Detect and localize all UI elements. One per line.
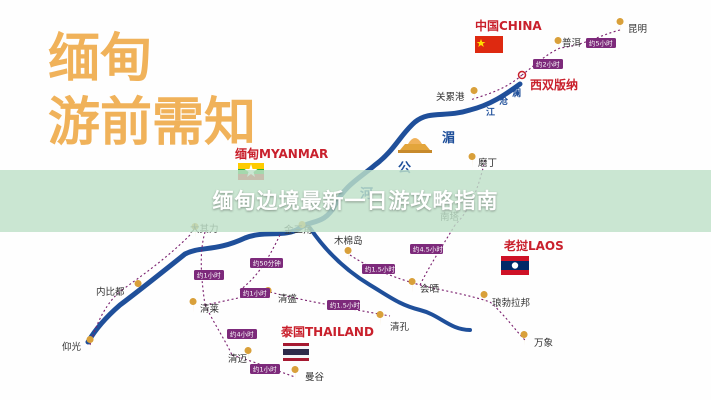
- pin-wanxiang: [520, 331, 528, 346]
- city-mangu: 曼谷: [305, 372, 325, 383]
- city-huixi: 会晒: [420, 283, 439, 295]
- country-label-thailand: 泰国THAILAND: [280, 324, 374, 339]
- city-mohan: 磨丁: [478, 158, 497, 169]
- pin-qinglai: [189, 298, 197, 313]
- tag-qinglai-qingsheng: 约1小时: [243, 289, 267, 298]
- map-pins: [86, 18, 624, 381]
- pin-xishuangbanna: [517, 70, 527, 80]
- pagoda-icon: [398, 138, 432, 153]
- city-yangguang: 仰光: [62, 341, 82, 353]
- tag-nanta-huixi: 约4.5小时: [413, 245, 443, 254]
- tag-qingsheng-qingkong: 约1.5小时: [330, 301, 360, 310]
- river-label-mei: 湄: [442, 131, 455, 146]
- city-qinglai: 清莱: [200, 303, 220, 315]
- tag-nanta-mohan: 约1.5小时: [365, 265, 395, 274]
- china-flag-icon: [475, 36, 503, 53]
- city-qingsheng: 清盛: [278, 293, 298, 305]
- pin-qingmai: [244, 347, 252, 362]
- city-langbo: 琅勃拉邦: [492, 297, 531, 309]
- city-guanlei: 关累港: [436, 91, 465, 103]
- pin-yangguang: [86, 336, 94, 351]
- pin-guanlei: [470, 87, 478, 102]
- headline-banner: [0, 170, 711, 232]
- travel-tags: 约5小时 约2小时 约1.5小时 约4.5小时 约1小时 约50分钟 约1小时 …: [194, 38, 616, 374]
- laos-flag-icon: [501, 256, 529, 275]
- tag-dabengli-qinglai: 约1小时: [197, 271, 221, 280]
- country-label-china: 中国CHINA: [475, 18, 542, 33]
- river-label-cang: 沧: [499, 95, 509, 107]
- pin-neibidu: [134, 280, 142, 295]
- thailand-flag-icon: [283, 343, 309, 361]
- river-label-lan: 江: [486, 106, 495, 118]
- pin-puer: [554, 37, 562, 52]
- city-puer: 普洱: [562, 37, 582, 49]
- pin-mohan: [468, 153, 476, 168]
- tag-kunming-puer: 约5小时: [589, 39, 613, 48]
- city-neibidu: 内比都: [96, 286, 125, 298]
- mekong-river-south: [308, 226, 472, 332]
- city-kunming: 昆明: [628, 24, 647, 35]
- pin-huixi: [408, 278, 416, 293]
- city-mumianzhou: 木棉岛: [334, 235, 363, 247]
- pin-langbo: [480, 291, 488, 306]
- pin-kunming: [616, 18, 624, 33]
- pin-mangu: [291, 366, 299, 381]
- city-xishuangbanna: 西双版纳: [530, 77, 578, 92]
- headline-text: 缅甸边境最新一日游攻略指南: [212, 189, 499, 213]
- country-label-myanmar: 缅甸MYANMAR: [235, 146, 328, 161]
- city-wanxiang: 万象: [534, 337, 554, 349]
- city-qingmai: 清迈: [228, 353, 248, 365]
- tag-qingmai-mangu: 约1小时: [253, 365, 277, 374]
- river-label-jiang: 澜: [512, 87, 521, 99]
- tag-jinsanjiao-qingsheng: 约50分钟: [253, 259, 281, 268]
- title-line-1: 缅甸: [48, 29, 152, 89]
- title-line-2: 游前需知: [48, 93, 256, 153]
- tag-puer-banna: 约2小时: [536, 60, 560, 69]
- pin-mumianzhou: [344, 247, 352, 262]
- pin-qingkong: [376, 311, 384, 326]
- tag-qinglai-qingmai: 约4小时: [230, 330, 254, 339]
- country-label-laos: 老挝LAOS: [504, 238, 564, 253]
- city-qingkong: 清孔: [390, 321, 410, 333]
